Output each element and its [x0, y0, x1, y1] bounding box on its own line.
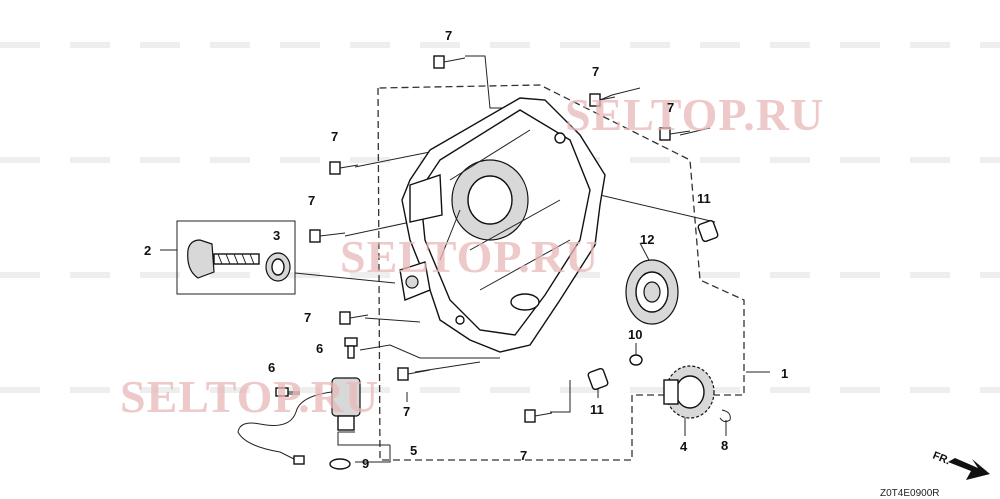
bolt-6b: [275, 387, 300, 397]
ball-bearing-12: [625, 259, 679, 325]
watermark-bottom: SELTOP.RU: [120, 371, 379, 422]
callout-5: 5: [410, 443, 417, 458]
o-ring-9: [329, 458, 351, 470]
callout-7f: 7: [304, 310, 311, 325]
callout-7e: 7: [308, 193, 315, 208]
diagram-code: Z0T4E0900R: [880, 488, 939, 499]
callout-7c: 7: [667, 100, 674, 115]
dowel-pin-11b: [587, 367, 609, 391]
callout-7d: 7: [331, 129, 338, 144]
callout-7b: 7: [592, 64, 599, 79]
oil-level-switch-5: [237, 377, 361, 465]
oil-filler-cap-2: [187, 239, 260, 279]
bolt-6a: [344, 337, 358, 359]
watermark-middle: SELTOP.RU: [340, 231, 599, 282]
callout-9: 9: [362, 456, 369, 471]
flange-bolt-7b: [589, 93, 616, 107]
item-2-group-box: [176, 220, 296, 295]
flange-bolt-7a: [433, 55, 466, 69]
callout-1: 1: [781, 366, 788, 381]
flange-bolt-7e: [309, 229, 346, 243]
flange-bolt-7g: [397, 367, 431, 381]
callout-10: 10: [628, 327, 642, 342]
leader-lines: [160, 55, 770, 463]
governor-gear-4: [663, 365, 715, 419]
callout-6b: 6: [268, 360, 275, 375]
front-direction-arrow-icon: [948, 458, 990, 480]
callout-7g: 7: [403, 404, 410, 419]
callout-2: 2: [144, 243, 151, 258]
callout-11b: 11: [590, 402, 604, 417]
direction-label: FR.: [931, 450, 952, 468]
watermark-top: SELTOP.RU: [565, 89, 824, 140]
flange-bolt-7d: [329, 161, 359, 175]
callout-4: 4: [680, 439, 688, 454]
callout-7a: 7: [445, 28, 452, 43]
crankcase-cover: [399, 97, 606, 353]
flange-bolt-7c: [659, 127, 691, 141]
callout-3: 3: [273, 228, 280, 243]
callout-6a: 6: [316, 341, 323, 356]
callout-11a: 11: [697, 191, 711, 206]
callout-8: 8: [721, 438, 728, 453]
clip-8: [719, 409, 731, 423]
o-ring-3: [265, 252, 291, 282]
assembly-boundary-outline: [377, 84, 745, 461]
flange-bolt-7h: [524, 409, 553, 423]
callout-7h: 7: [520, 448, 527, 463]
washer-10: [629, 354, 643, 366]
flange-bolt-7f: [339, 311, 369, 325]
dowel-pin-11a: [697, 219, 719, 243]
callout-12: 12: [640, 232, 654, 247]
